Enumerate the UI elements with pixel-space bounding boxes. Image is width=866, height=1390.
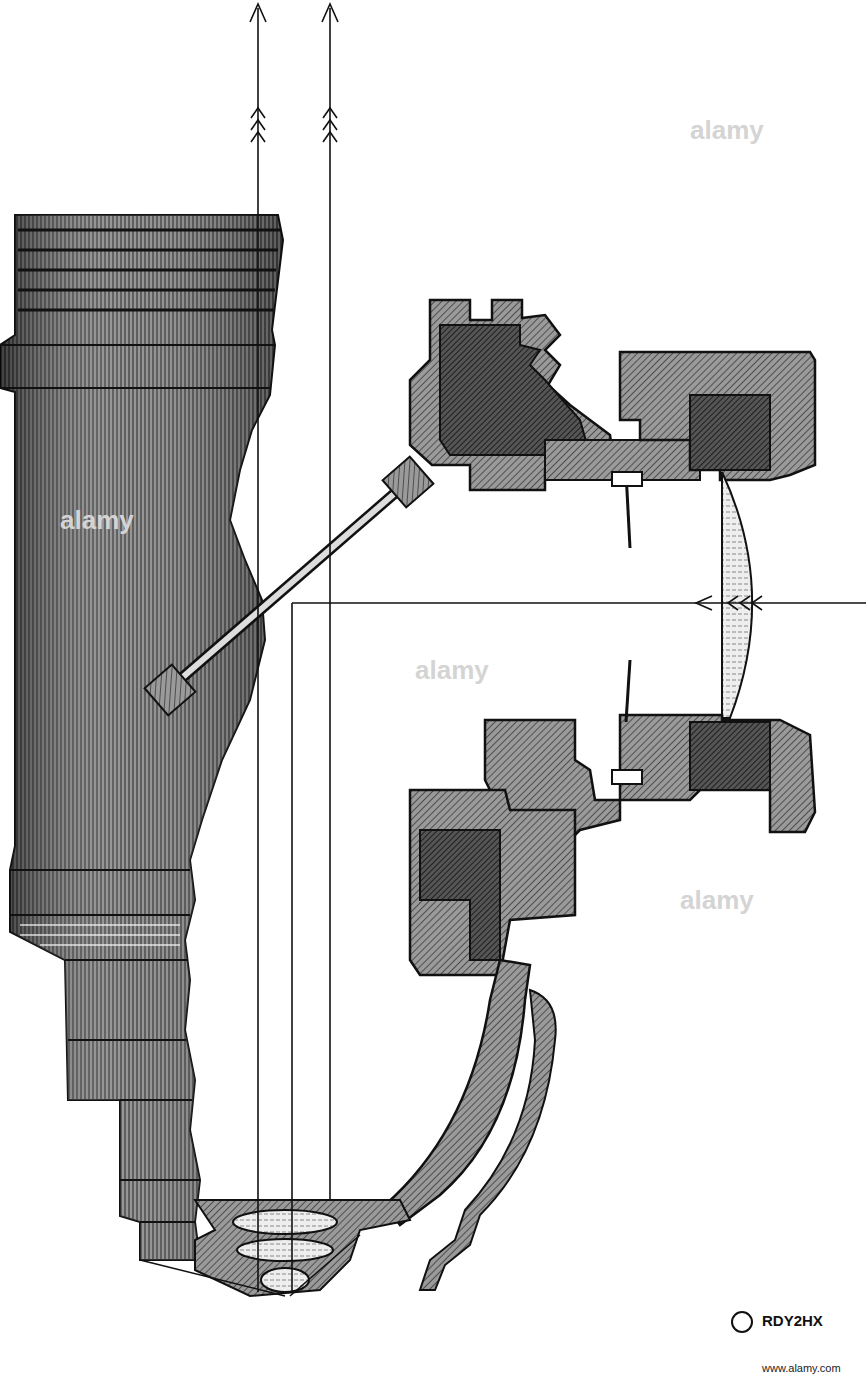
watermark: alamy	[415, 655, 489, 686]
source-url: www.alamy.com	[762, 1362, 841, 1374]
image-code: RDY2HX	[762, 1312, 823, 1329]
watermark: alamy	[60, 505, 134, 536]
reflector	[145, 457, 434, 716]
watermark: alamy	[680, 885, 754, 916]
watermark: alamy	[690, 115, 764, 146]
